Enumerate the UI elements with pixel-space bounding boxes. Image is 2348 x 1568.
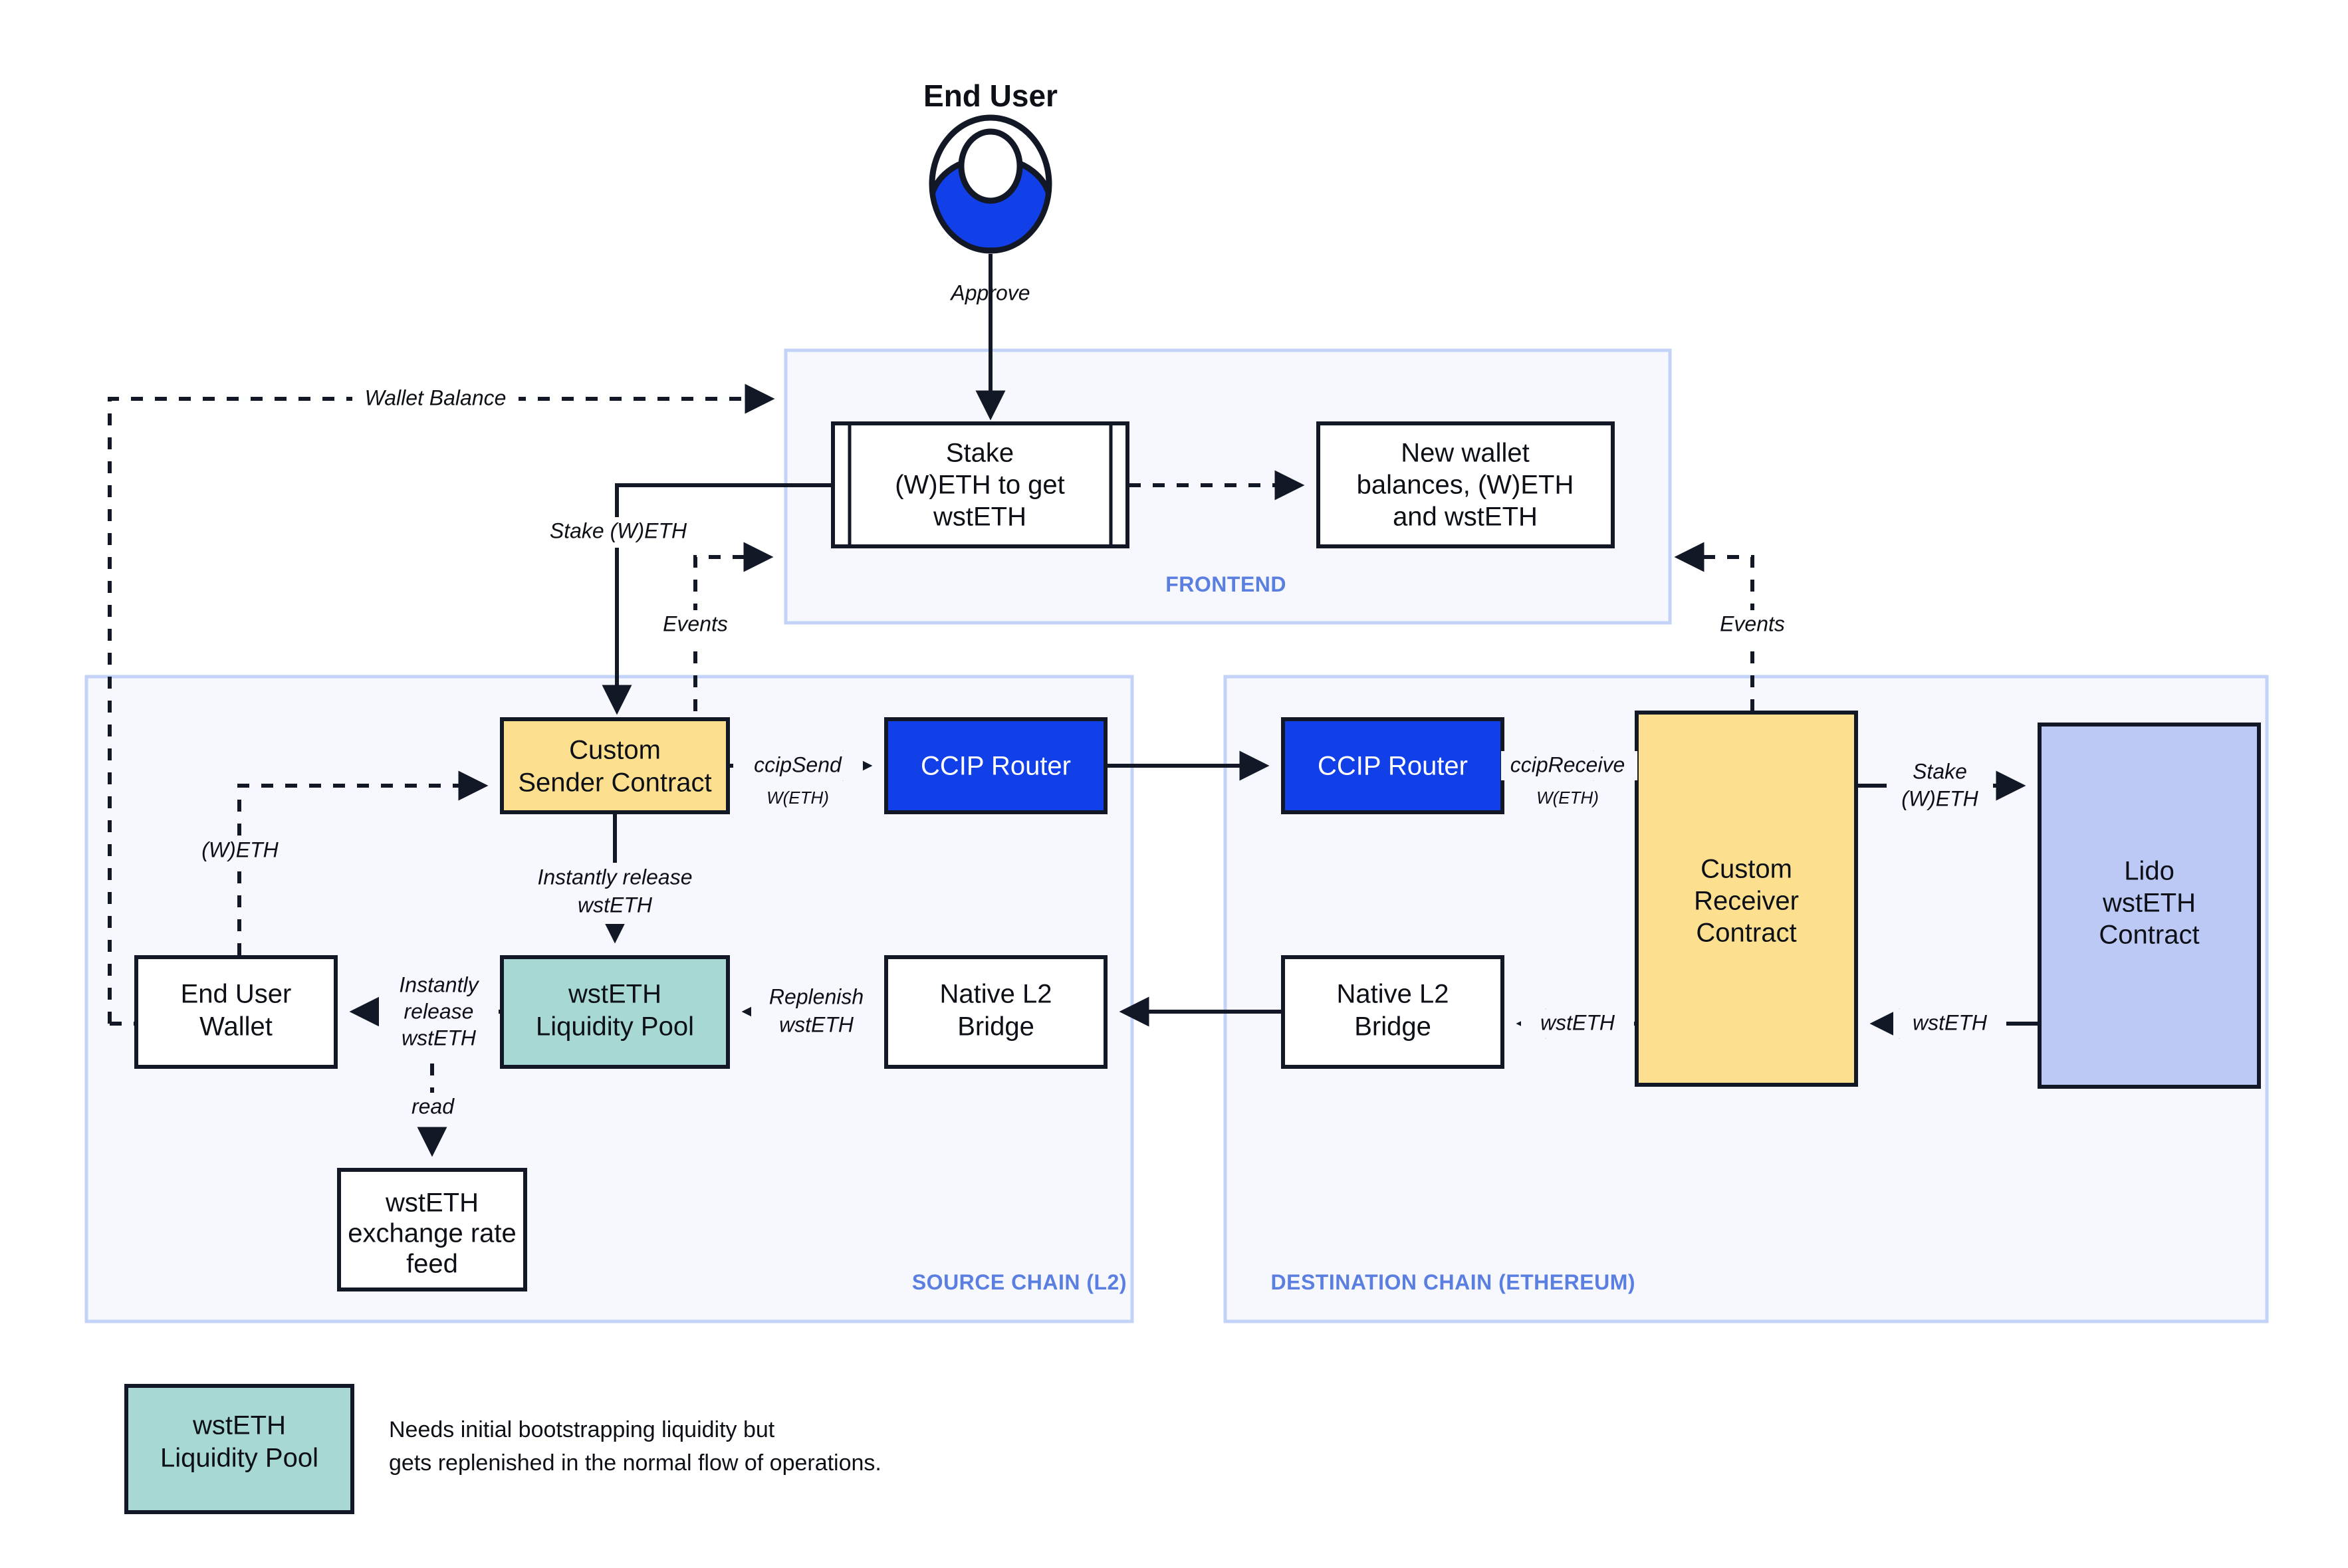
node-label-native-bridge-destination-2: Bridge <box>1354 1012 1431 1042</box>
node-label-rate-feed-2: exchange rate <box>348 1219 517 1248</box>
user-avatar-icon <box>929 114 1052 254</box>
edge-label-instant-release-2-2: release <box>404 999 474 1023</box>
legend-swatch-label-2: Liquidity Pool <box>160 1444 318 1473</box>
node-label-ccip-router-source: CCIP Router <box>921 752 1071 781</box>
legend-note-line-2: gets replenished in the normal flow of o… <box>389 1450 881 1476</box>
edge-label-ccip-send: ccipSend <box>754 752 842 776</box>
node-label-new-balances-2: balances, (W)ETH <box>1357 471 1574 500</box>
node-new-balances[interactable]: New wallet balances, (W)ETH and wstETH <box>1316 421 1615 548</box>
edge-label-read: read <box>411 1094 455 1118</box>
edge-label-stake-weth-lido-2: (W)ETH <box>1901 786 1978 810</box>
node-label-end-user-wallet-2: Wallet <box>199 1012 273 1042</box>
node-label-native-bridge-source-1: Native L2 <box>940 980 1052 1009</box>
edge-label-replenish-2: wstETH <box>779 1012 854 1036</box>
label-bg-wsteth-from-lido <box>1893 1009 2006 1038</box>
zone-label-frontend: FRONTEND <box>1165 572 1286 596</box>
edge-label-instant-release-2-3: wstETH <box>402 1026 477 1050</box>
node-rate-feed[interactable]: wstETH exchange rate feed <box>337 1168 527 1291</box>
node-label-sender-contract-1: Custom <box>569 736 661 765</box>
node-native-bridge-source[interactable]: Native L2 Bridge <box>884 955 1108 1069</box>
zone-label-destination-chain: DESTINATION CHAIN (ETHEREUM) <box>1271 1270 1636 1294</box>
edge-sublabel-ccip-receive: W(ETH) <box>1536 788 1599 808</box>
legend-swatch-label-1: wstETH <box>192 1411 286 1440</box>
node-ccip-router-destination[interactable]: CCIP Router <box>1281 717 1504 814</box>
node-sender-contract[interactable]: Custom Sender Contract <box>500 717 730 814</box>
edge-label-stake-weth: Stake (W)ETH <box>550 518 687 542</box>
label-bg-ccip-send <box>733 751 863 780</box>
zone-label-source-chain: SOURCE CHAIN (L2) <box>912 1270 1127 1294</box>
label-bg-events-right <box>1701 610 1807 641</box>
label-bg-weth-to-sender <box>183 836 296 867</box>
edge-events-right-line <box>1674 542 1754 711</box>
legend-note-line-1: Needs initial bootstrapping liquidity bu… <box>389 1417 775 1442</box>
node-end-user-wallet[interactable]: End User Wallet <box>134 955 338 1069</box>
label-bg-read <box>388 1093 475 1123</box>
label-bg-events-left <box>644 610 750 641</box>
node-label-receiver-contract-2: Receiver <box>1694 887 1799 916</box>
label-bg-instant-release-2 <box>379 970 499 1060</box>
legend-swatch <box>124 1384 354 1514</box>
edge-label-instant-release-1: Instantly release <box>537 865 692 889</box>
node-native-bridge-destination[interactable]: Native L2 Bridge <box>1281 955 1504 1069</box>
node-label-stake-form-2: (W)ETH to get <box>895 471 1065 500</box>
node-label-rate-feed-1: wstETH <box>385 1188 479 1218</box>
edge-label-approve: Approve <box>949 280 1030 304</box>
edge-label-instant-release-2: wstETH <box>578 893 653 917</box>
node-label-stake-form-3: wstETH <box>933 503 1026 532</box>
node-label-new-balances-3: and wstETH <box>1393 503 1538 532</box>
label-bg-ccip-receive <box>1501 751 1637 780</box>
label-bg-stake-weth <box>550 517 723 548</box>
label-bg-wallet-balance <box>352 384 519 413</box>
edge-label-instant-release-2-1: Instantly <box>399 972 479 996</box>
edge-wallet-balance-line <box>108 384 775 1024</box>
node-label-native-bridge-destination-1: Native L2 <box>1337 980 1449 1009</box>
edge-label-ccip-receive: ccipReceive <box>1510 752 1625 776</box>
node-label-new-balances-1: New wallet <box>1401 439 1529 468</box>
node-liquidity-pool[interactable]: wstETH Liquidity Pool <box>500 955 730 1069</box>
node-stake-form[interactable]: Stake (W)ETH to get wstETH <box>831 421 1129 548</box>
node-label-native-bridge-source-2: Bridge <box>957 1012 1034 1042</box>
node-label-liquidity-pool-1: wstETH <box>568 980 661 1009</box>
edge-label-weth-to-sender: (W)ETH <box>201 838 279 861</box>
node-label-receiver-contract-3: Contract <box>1696 919 1796 948</box>
edge-label-stake-weth-lido-1: Stake <box>1913 759 1967 783</box>
label-bg-wsteth-to-bridge <box>1521 1009 1634 1038</box>
node-label-end-user-wallet-1: End User <box>181 980 292 1009</box>
edge-label-wsteth-to-bridge: wstETH <box>1540 1010 1615 1034</box>
label-bg-instant-release <box>532 863 698 924</box>
edge-label-replenish-1: Replenish <box>769 984 864 1008</box>
edge-sublabel-ccip-send: W(ETH) <box>766 788 829 808</box>
node-label-stake-form-1: Stake <box>946 439 1014 468</box>
edge-label-wallet-balance-text: Wallet Balance <box>365 386 507 409</box>
label-bg-stake-weth-lido <box>1887 756 1993 818</box>
node-label-lido-contract-2: wstETH <box>2102 889 2196 918</box>
node-label-lido-contract-3: Contract <box>2099 921 2199 950</box>
node-label-lido-contract-1: Lido <box>2124 857 2174 886</box>
edge-stake-weth-line <box>602 483 833 715</box>
actor-title-end-user: End User <box>923 78 1058 113</box>
legend: wstETH Liquidity Pool Needs initial boot… <box>124 1384 881 1514</box>
node-label-receiver-contract-1: Custom <box>1701 855 1792 884</box>
node-ccip-router-source[interactable]: CCIP Router <box>884 717 1108 814</box>
edge-weth-to-sender-line <box>237 770 489 955</box>
node-label-liquidity-pool-2: Liquidity Pool <box>536 1012 694 1042</box>
edge-events-left-line <box>693 542 774 711</box>
edge-label-events-right: Events <box>1720 612 1785 635</box>
node-receiver-contract[interactable]: Custom Receiver Contract <box>1635 711 1858 1087</box>
node-label-sender-contract-2: Sender Contract <box>518 768 711 798</box>
edge-label-events-left: Events <box>663 612 728 635</box>
node-label-ccip-router-destination: CCIP Router <box>1318 752 1468 781</box>
node-lido-contract[interactable]: Lido wstETH Contract <box>2038 723 2261 1089</box>
node-label-rate-feed-3: feed <box>406 1250 458 1279</box>
label-bg-replenish <box>751 982 884 1044</box>
edge-label-wsteth-from-lido: wstETH <box>1913 1010 1988 1034</box>
